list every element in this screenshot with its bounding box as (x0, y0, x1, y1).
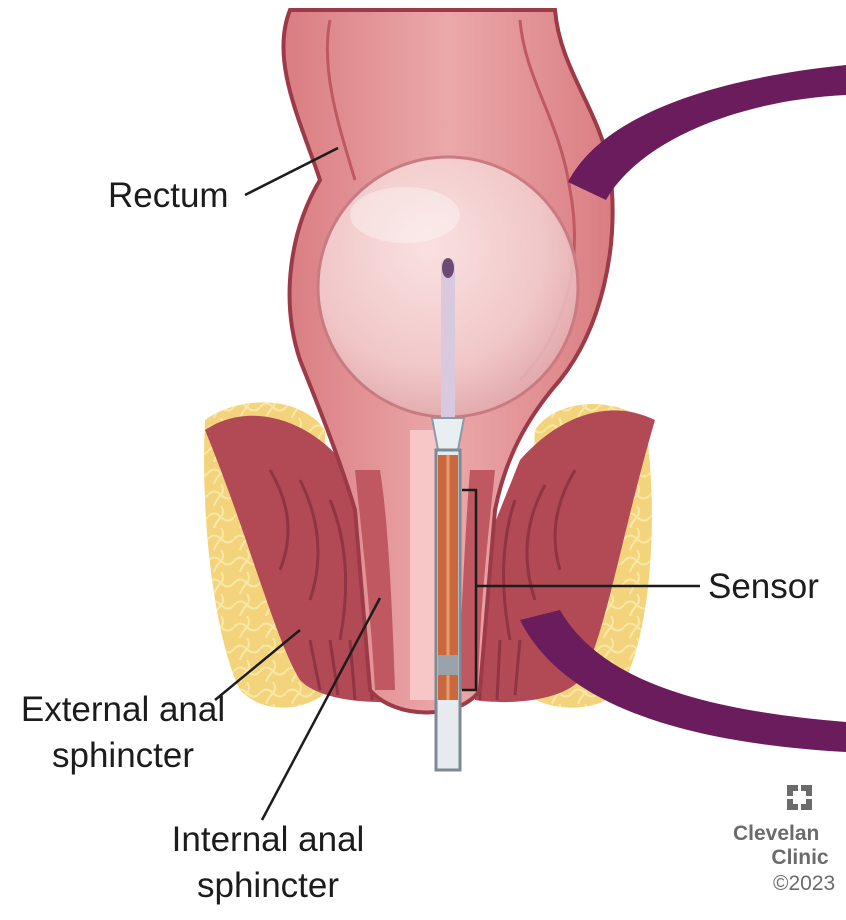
cleveland-clinic-logo-icon (787, 785, 812, 810)
label-sensor: Sensor (708, 566, 819, 608)
callout-arc-top (568, 65, 846, 200)
label-rectum: Rectum (108, 175, 229, 217)
catheter-connector (432, 418, 464, 450)
brand-name-line1: Clevelan (733, 822, 846, 845)
label-internal-sphincter-line1: Internal anal (155, 819, 381, 861)
catheter-tube (441, 258, 455, 428)
brand-name-line2: Clinic (760, 846, 840, 869)
label-external-sphincter-line1: External anal (10, 689, 236, 731)
copyright-text: ©2023 (773, 872, 835, 895)
label-internal-sphincter-line2: sphincter (155, 865, 381, 907)
label-external-sphincter-line2: sphincter (10, 735, 236, 777)
